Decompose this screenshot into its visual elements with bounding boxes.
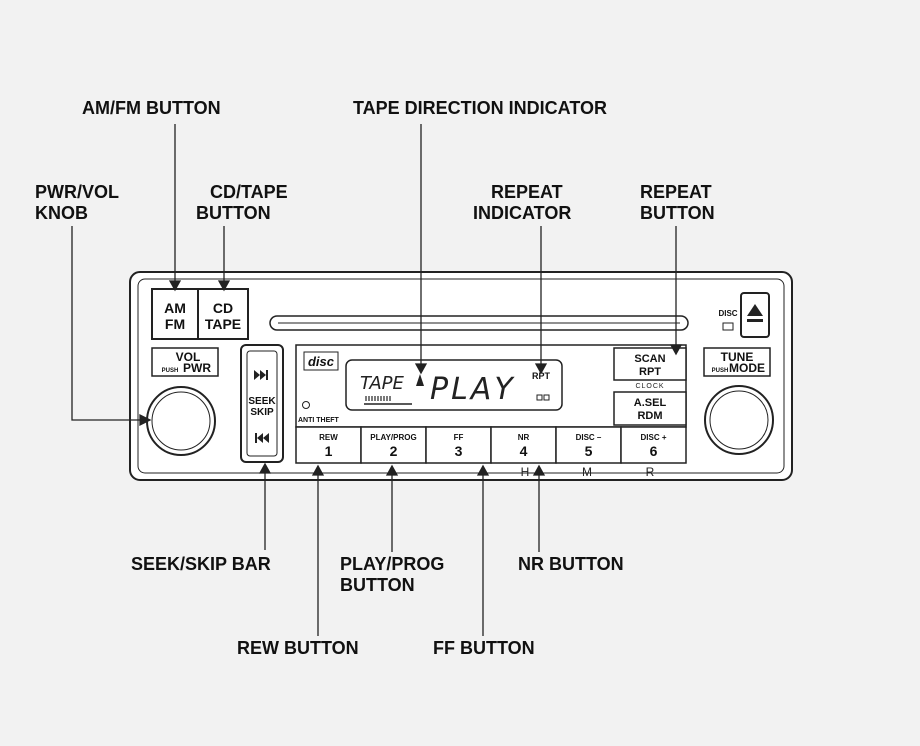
preset-number: 6 (650, 443, 658, 459)
asel-rdm-button[interactable] (613, 391, 687, 426)
preset-top-label: FF (454, 433, 464, 442)
tape-level-meter (364, 396, 412, 405)
display-tape: TAPE (360, 373, 405, 394)
preset-number: 1 (325, 443, 333, 459)
preset-top-label: DISC – (576, 433, 602, 442)
repeat-indicator-label: REPEAT INDICATOR (473, 182, 572, 223)
am-fm-button-label: AM/FM BUTTON (82, 98, 221, 118)
skip-label: SKIP (250, 407, 274, 418)
tune-label: TUNE (721, 350, 754, 364)
preset-top-label: REW (319, 433, 338, 442)
rew-button-label: REW BUTTON (237, 638, 359, 658)
anti-theft-label: ANTI THEFT (298, 417, 340, 424)
clock-label: CLOCK (635, 383, 664, 390)
lcd-screen (345, 359, 563, 411)
fm-label: FM (165, 316, 185, 332)
push-mode-label: PUSH (712, 368, 729, 374)
r-label: R (646, 465, 655, 479)
seek-skip-bar[interactable] (240, 344, 284, 463)
ff-button-label: FF BUTTON (433, 638, 535, 658)
h-label: H (521, 465, 530, 479)
am-fm-button[interactable] (151, 288, 199, 340)
repeat-button-label: REPEAT BUTTON (640, 182, 715, 223)
display-play: PLAY (430, 372, 516, 407)
seek-skip-bar-label: SEEK/SKIP BAR (131, 554, 271, 574)
seek-label: SEEK (248, 396, 276, 407)
next-track-icon (254, 370, 268, 380)
anti-theft-led (302, 401, 310, 409)
vol-pwr-label-box (151, 347, 219, 377)
preset-top-label: PLAY/PROG (370, 433, 416, 442)
cd-tape-button-label: CD/TAPE BUTTON (196, 182, 288, 223)
tape-direction-indicator-label: TAPE DIRECTION INDICATOR (353, 98, 608, 118)
tape-label: TAPE (205, 316, 241, 332)
am-label: AM (164, 300, 186, 316)
tune-mode-knob[interactable] (704, 385, 774, 455)
pwr-vol-knob[interactable] (146, 386, 216, 456)
rdm-label: RDM (637, 410, 662, 422)
repeat-indicator: RPT (532, 371, 551, 381)
preset-number: 2 (390, 443, 398, 459)
disc-logo: disc (308, 354, 335, 369)
push-label: PUSH (162, 368, 179, 374)
previous-track-icon (255, 433, 269, 443)
scan-label: SCAN (634, 353, 665, 365)
disc-indicator-label: DISC (718, 309, 737, 318)
pwr-vol-knob-label: PWR/VOL KNOB (35, 182, 119, 223)
mode-label: MODE (729, 361, 765, 375)
callout-lines (71, 124, 683, 636)
m-label: M (582, 465, 592, 479)
cd-label: CD (213, 300, 233, 316)
disc-logo-box (303, 351, 339, 371)
preset-button-disc-plus[interactable]: DISC +6 (620, 426, 687, 464)
vol-label: VOL (176, 350, 201, 364)
rpt-label: RPT (639, 366, 661, 378)
pwr-label: PWR (183, 361, 211, 375)
nr-button-label: NR BUTTON (518, 554, 624, 574)
asel-label: A.SEL (634, 397, 667, 409)
disc-indicator-led (722, 322, 734, 331)
play-prog-button-label: PLAY/PROG BUTTON (340, 554, 445, 595)
preset-number: 5 (585, 443, 593, 459)
preset-number: 4 (520, 443, 528, 459)
tape-direction-indicator (416, 374, 424, 386)
tune-mode-label-box (703, 347, 771, 377)
preset-button-nr[interactable]: NR4 (490, 426, 557, 464)
preset-button-ff[interactable]: FF3 (425, 426, 492, 464)
preset-number: 3 (455, 443, 463, 459)
preset-top-label: NR (518, 433, 530, 442)
preset-button-disc-minus[interactable]: DISC –5 (555, 426, 622, 464)
eject-icon (747, 304, 763, 316)
scan-repeat-button[interactable] (613, 347, 687, 381)
preset-top-label: DISC + (640, 433, 666, 442)
